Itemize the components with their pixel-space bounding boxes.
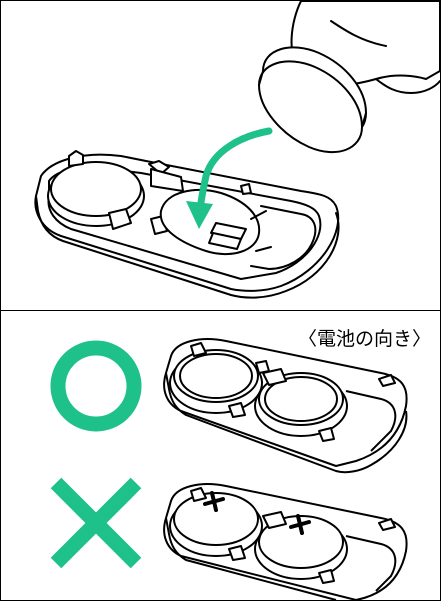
plus-sign-icon (203, 491, 311, 535)
orientation-caption: 〈電池の向き〉 (297, 328, 431, 350)
tray-incorrect-orientation (163, 483, 408, 600)
panel-battery-orientation: 〈電池の向き〉 (0, 310, 441, 601)
panel-insert-battery (0, 0, 441, 311)
orientation-illustration (50, 338, 408, 600)
insertion-arrow (186, 127, 273, 229)
coin-battery-in-hand (258, 46, 367, 154)
correct-circle-icon (50, 340, 142, 432)
incorrect-cross-icon (50, 477, 142, 569)
tray-correct-orientation (163, 338, 408, 474)
insert-battery-illustration (34, 1, 440, 299)
